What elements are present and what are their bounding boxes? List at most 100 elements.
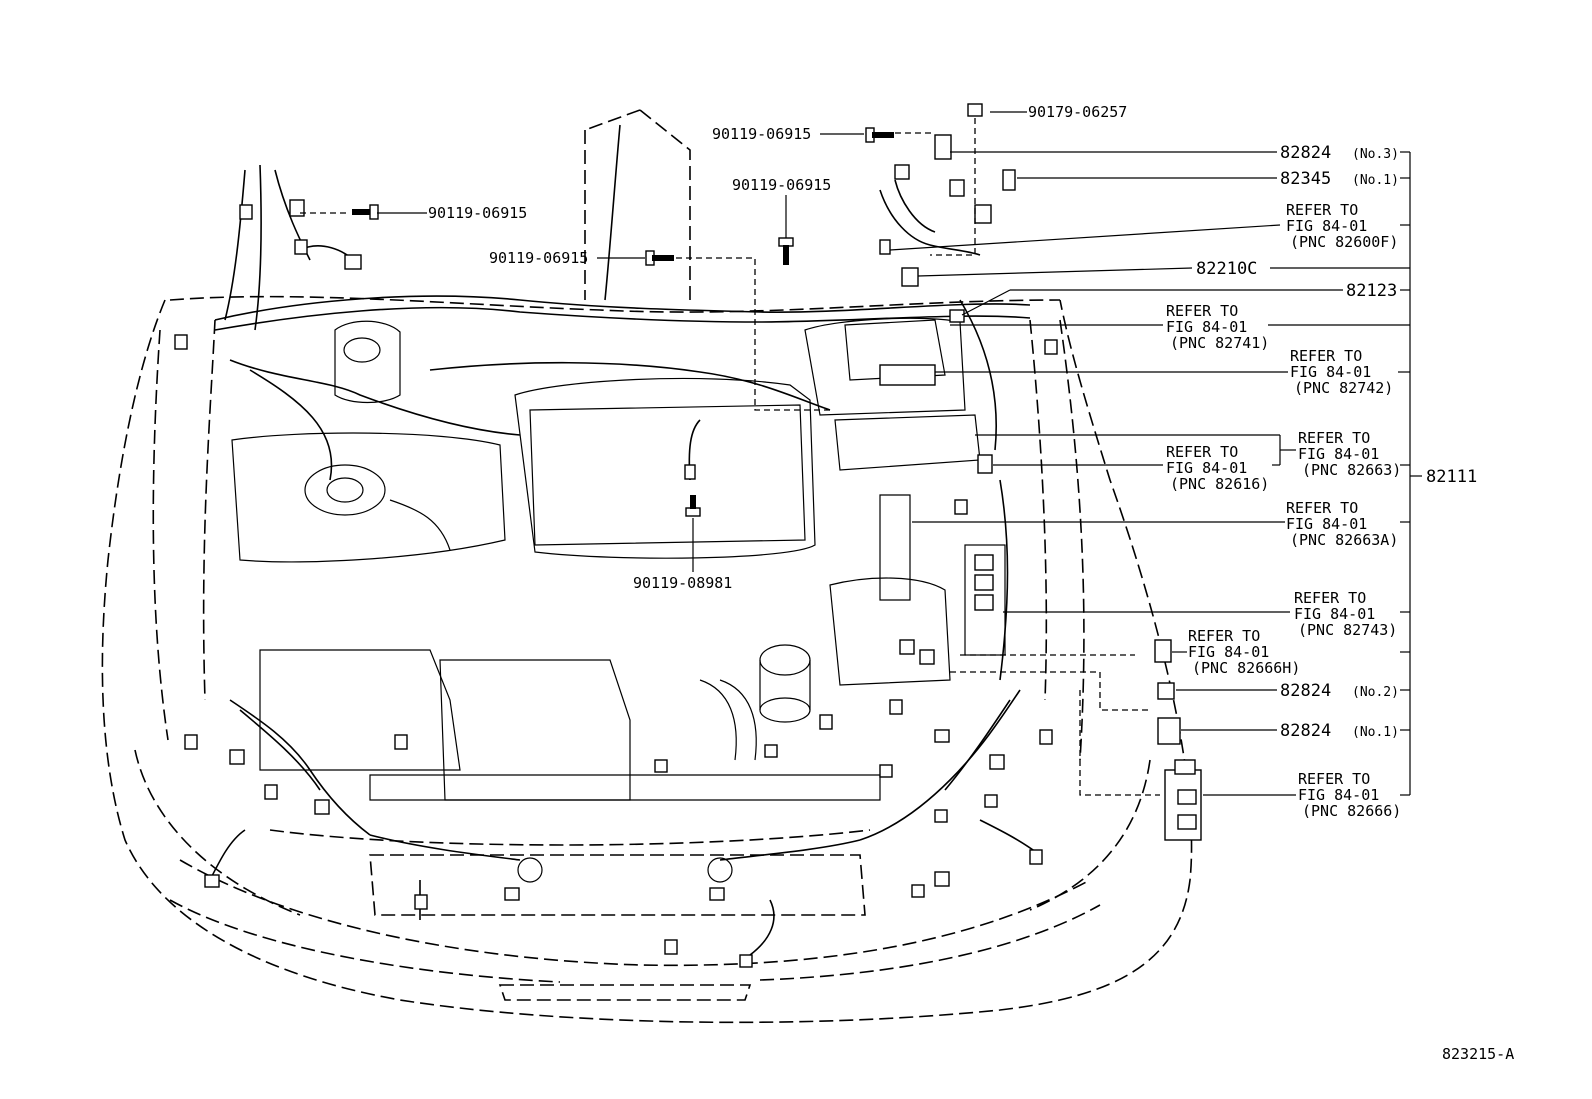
ref-line: (PNC 82742): [1294, 379, 1393, 397]
connector: [934, 134, 952, 160]
connector: [899, 639, 915, 655]
connector: [289, 199, 305, 217]
connector: [1029, 849, 1043, 865]
ref-line: (PNC 82666H): [1192, 659, 1300, 677]
label-82345-qual: (No.1): [1352, 173, 1399, 188]
ref-line: FIG 84-01: [1166, 318, 1247, 336]
label-82824-no2: 82824: [1280, 681, 1331, 701]
ref-82742: REFER TO FIG 84-01 (PNC 82742): [1290, 347, 1393, 397]
ref-82616: REFER TO FIG 84-01 (PNC 82616): [1166, 443, 1269, 493]
ref-line: REFER TO: [1286, 499, 1358, 517]
ref-line: (PNC 82666): [1302, 802, 1401, 820]
connector: [894, 164, 910, 180]
connector: [934, 809, 948, 823]
label-82824-no2-qual: (No.2): [1352, 685, 1399, 700]
ref-line: (PNC 82616): [1170, 475, 1269, 493]
ref-82743: REFER TO FIG 84-01 (PNC 82743): [1294, 589, 1397, 639]
ref-82741: REFER TO FIG 84-01 (PNC 82741): [1166, 302, 1269, 352]
connector: [949, 179, 965, 197]
connector-82666h-icon: [1154, 639, 1172, 663]
label-82111: 82111: [1426, 467, 1477, 487]
connector: [664, 939, 678, 955]
connector: [184, 734, 198, 750]
label-82123: 82123: [1346, 281, 1397, 301]
connector: [989, 754, 1005, 770]
ref-line: (PNC 82663A): [1290, 531, 1398, 549]
connector: [934, 871, 950, 887]
label-82824-no3: 82824: [1280, 143, 1331, 163]
connector-82666-icon: [1164, 759, 1202, 841]
connector: [889, 699, 903, 715]
ref-line: REFER TO: [1166, 443, 1238, 461]
ref-line: FIG 84-01: [1166, 459, 1247, 477]
ref-line: REFER TO: [1290, 347, 1362, 365]
ref-line: REFER TO: [1298, 770, 1370, 788]
label-nut-top: 90179-06257: [1028, 103, 1127, 121]
ref-line: FIG 84-01: [1188, 643, 1269, 661]
connector: [954, 499, 968, 515]
ref-line: FIG 84-01: [1286, 515, 1367, 533]
fasteners: [352, 103, 983, 517]
bolt-left: [352, 204, 379, 220]
connector: [949, 309, 965, 323]
connector: [264, 784, 278, 800]
connector: [919, 649, 935, 665]
part-labels: 90119-06915 90119-06915 90119-06915 9011…: [428, 103, 1514, 1063]
label-bolt-center-b: 90119-08981: [633, 574, 732, 592]
connector: [911, 884, 925, 898]
connector: [1044, 339, 1058, 355]
connector: [739, 954, 753, 968]
label-bolt-top-a: 90119-06915: [712, 125, 811, 143]
reference-notes: REFER TO FIG 84-01 (PNC 82600F) REFER TO…: [1166, 201, 1401, 820]
ref-82666: REFER TO FIG 84-01 (PNC 82666): [1298, 770, 1401, 820]
label-82210c: 82210C: [1196, 259, 1257, 279]
block-82824-no1-icon: [1157, 717, 1181, 745]
connector: [974, 204, 992, 224]
bolt-center-b: [685, 495, 701, 517]
bolt-center-a: [778, 237, 794, 265]
label-82824-no1: 82824: [1280, 721, 1331, 741]
connector: [879, 764, 893, 778]
label-82824-no1-qual: (No.1): [1352, 725, 1399, 740]
connector: [934, 729, 950, 743]
ref-line: (PNC 82600F): [1290, 233, 1398, 251]
connector: [204, 874, 220, 888]
ref-82663: REFER TO FIG 84-01 (PNC 82663): [1298, 429, 1401, 479]
ref-line: FIG 84-01: [1290, 363, 1371, 381]
nut-top: [967, 103, 983, 117]
connector: [239, 204, 253, 220]
ref-line: FIG 84-01: [1286, 217, 1367, 235]
connector: [654, 759, 668, 773]
drawing-number: 823215-A: [1442, 1045, 1514, 1063]
connector: [414, 894, 428, 910]
connector: [344, 254, 362, 270]
callout-parts: [977, 169, 1202, 841]
connector: [984, 794, 998, 808]
connector: [394, 734, 408, 750]
ref-82600f: REFER TO FIG 84-01 (PNC 82600F): [1286, 201, 1398, 251]
label-82824-no3-qual: (No.3): [1352, 147, 1399, 162]
connector: [901, 267, 919, 287]
connector-82616-icon: [977, 454, 993, 474]
connector: [819, 714, 833, 730]
connector: [294, 239, 308, 255]
ref-line: (PNC 82663): [1302, 461, 1401, 479]
connector: [1039, 729, 1053, 745]
label-bolt-center-a: 90119-06915: [489, 249, 588, 267]
bolt-mid-left: [645, 250, 674, 266]
ref-line: FIG 84-01: [1294, 605, 1375, 623]
harness-connectors: [174, 134, 1058, 968]
connector: [879, 239, 891, 255]
leader-lines: [377, 111, 1422, 796]
body-outline: [101, 109, 1193, 1024]
label-bolt-top-b: 90119-06915: [732, 176, 831, 194]
ref-82663a: REFER TO FIG 84-01 (PNC 82663A): [1286, 499, 1398, 549]
ref-line: (PNC 82741): [1170, 334, 1269, 352]
connector: [314, 799, 330, 815]
ref-line: REFER TO: [1166, 302, 1238, 320]
ref-line: REFER TO: [1294, 589, 1366, 607]
label-82345: 82345: [1280, 169, 1331, 189]
bolt-top-a: [865, 127, 894, 143]
connector: [174, 334, 188, 350]
